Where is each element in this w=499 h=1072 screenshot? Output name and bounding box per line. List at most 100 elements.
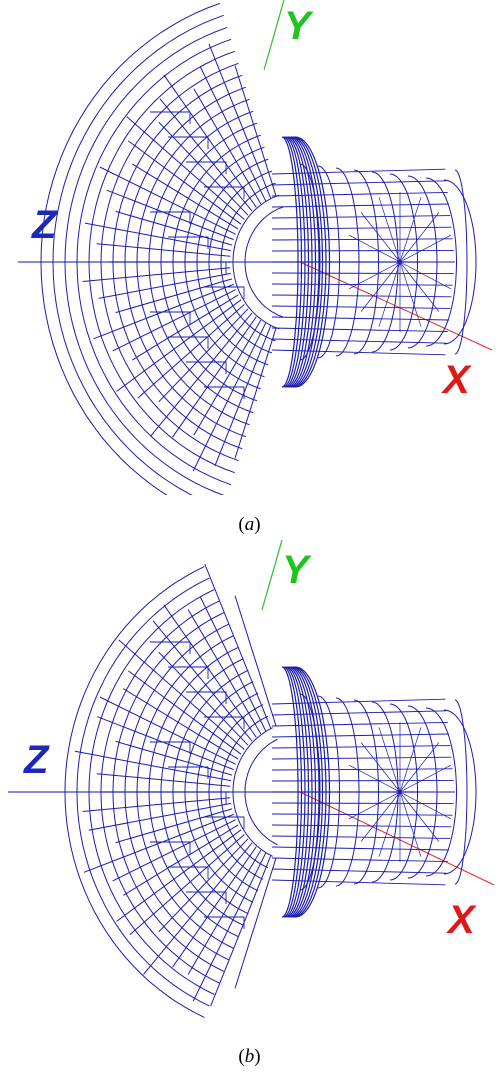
mesh-line [214, 325, 272, 467]
mesh-line [271, 249, 454, 252]
mesh-line [286, 666, 310, 918]
mesh-line [271, 802, 454, 805]
mesh-line [116, 299, 242, 392]
mesh-line [271, 305, 451, 309]
mesh-line [289, 136, 317, 388]
mesh-line [286, 136, 310, 388]
mesh-line [349, 234, 401, 263]
mesh-line [399, 261, 440, 312]
mesh-line [118, 639, 245, 750]
mesh-line [234, 595, 277, 727]
mesh-line [244, 738, 278, 846]
mesh-line [186, 891, 227, 904]
mesh-line [88, 589, 215, 995]
mesh-line [293, 136, 327, 388]
mesh-line [208, 43, 272, 199]
mesh-line [290, 136, 320, 388]
mesh-line [84, 222, 231, 252]
caption-b: (b) [238, 1046, 261, 1067]
mesh-line [271, 316, 450, 321]
mesh-line [187, 849, 262, 975]
mesh-line [128, 140, 242, 225]
mesh-line [115, 278, 233, 314]
mesh-line [378, 791, 401, 857]
mesh-line [168, 136, 209, 149]
mesh-line [115, 740, 233, 776]
mesh-line [271, 226, 452, 230]
mesh-line [192, 852, 267, 1002]
mesh-line [399, 742, 440, 793]
mesh-line [234, 327, 277, 459]
y-axis-line [263, 0, 285, 71]
mesh-line [204, 816, 245, 829]
mesh-line [281, 136, 299, 388]
mesh-line [158, 651, 249, 746]
mesh-line [284, 136, 306, 388]
mesh-line [271, 768, 453, 771]
mesh-plot-b [8, 540, 495, 1018]
mesh-line [293, 666, 327, 918]
mesh-line [271, 698, 446, 705]
mesh-line [199, 596, 267, 732]
mesh-line [283, 666, 303, 918]
mesh-line [40, 2, 221, 495]
mesh-line [137, 304, 245, 399]
mesh-line [271, 283, 453, 286]
mesh-plot-a [18, 0, 493, 495]
mesh-line [82, 797, 231, 812]
mesh-line [271, 879, 446, 886]
mesh-line [349, 791, 401, 820]
mesh-line [244, 206, 284, 318]
mesh-line [349, 261, 401, 290]
axis-label-y: Y [282, 548, 309, 592]
mesh-line [271, 846, 450, 851]
mesh-line [172, 316, 257, 438]
mesh-line [271, 857, 448, 863]
mesh-line [443, 709, 477, 875]
mesh-line [64, 26, 228, 495]
mesh-line [204, 716, 245, 729]
axis-label-x: X [448, 898, 475, 942]
mesh-line [271, 203, 450, 208]
mesh-line [271, 813, 453, 816]
mesh-line [150, 312, 253, 437]
mesh-line [82, 267, 231, 282]
mesh-line [443, 179, 477, 345]
caption-a: (a) [238, 514, 261, 535]
mesh-line [76, 577, 210, 1007]
mesh-line [150, 311, 191, 324]
mesh-line [150, 741, 191, 754]
mesh-line [193, 88, 262, 205]
mesh-line [112, 289, 236, 352]
mesh-line [163, 74, 257, 208]
mesh-line [168, 336, 209, 349]
mesh-line [204, 186, 245, 199]
mesh-line [271, 349, 446, 356]
mesh-line [97, 716, 234, 771]
mesh-line [360, 212, 401, 263]
mesh-line [399, 791, 422, 857]
mesh-line [271, 168, 446, 175]
mesh-line [159, 98, 253, 212]
axis-label-z: Z [24, 738, 49, 782]
mesh-line [454, 169, 468, 355]
mesh-line [378, 727, 401, 793]
y-axis-line [261, 540, 283, 611]
mesh-line [106, 189, 234, 241]
mesh-wireframe-a [40, 2, 477, 495]
figure-panel-a: Y Z X [0, 0, 499, 495]
mesh-line [349, 764, 401, 793]
mesh-line [168, 666, 209, 679]
mesh-line [378, 197, 401, 263]
mesh-line [289, 666, 317, 918]
mesh-line [292, 136, 324, 388]
mesh-line [283, 136, 303, 388]
mesh-line [96, 773, 231, 787]
axis-label-z: Z [32, 203, 57, 247]
mesh-line [168, 766, 209, 779]
mesh-line [115, 210, 233, 246]
mesh-line [186, 361, 227, 374]
mesh-line [271, 824, 452, 828]
mesh-line [399, 764, 451, 793]
mesh-line [234, 65, 277, 197]
